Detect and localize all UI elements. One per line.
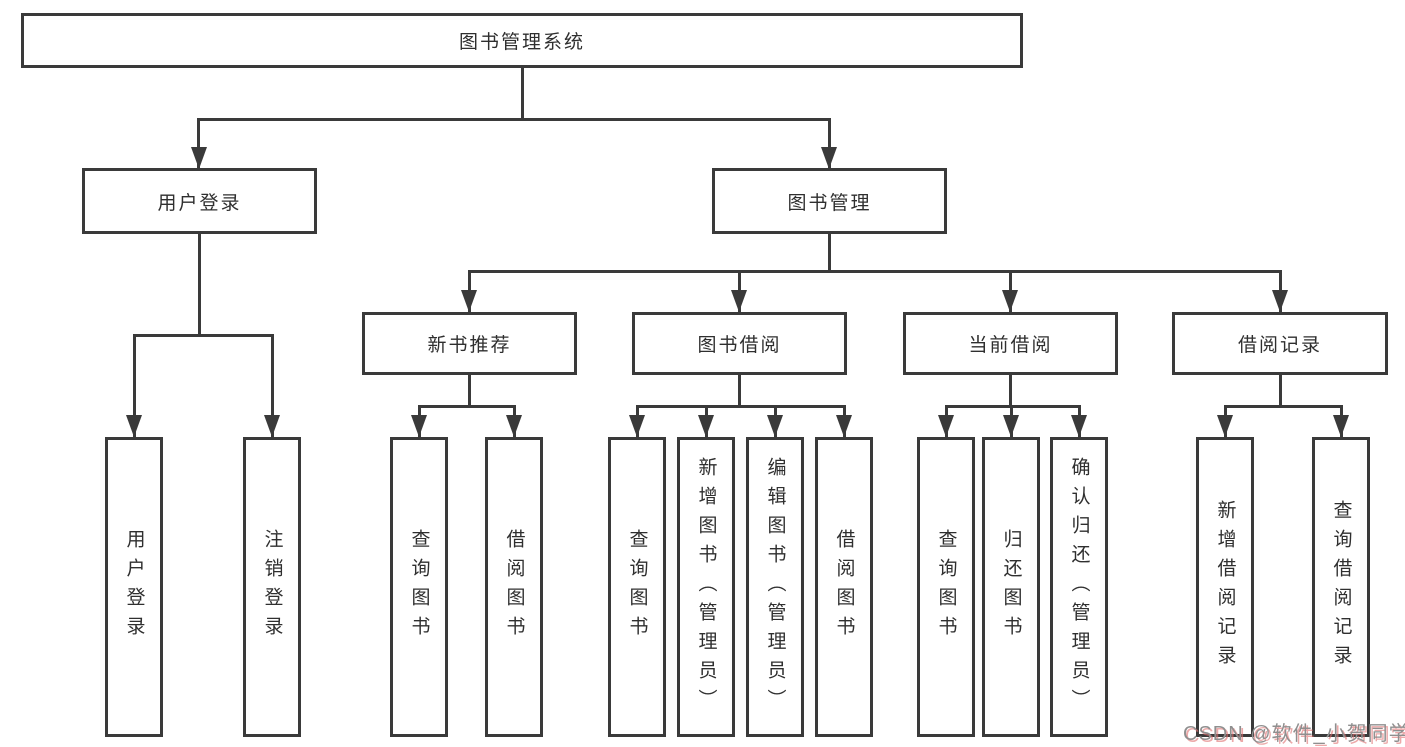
arrow-down-icon [126, 415, 142, 437]
arrow-down-icon [1217, 415, 1233, 437]
connector-line [828, 232, 831, 272]
arrow-down-icon [1002, 290, 1018, 312]
watermark: CSDN @软件_小贺同学 [1183, 723, 1405, 745]
arrow-down-icon [767, 415, 783, 437]
arrow-down-icon [411, 415, 427, 437]
arrow-down-icon [836, 415, 852, 437]
node-borrowing-records: 借阅记录 [1172, 312, 1388, 375]
connector-line [1224, 405, 1343, 408]
node-label: 查询图书 [626, 529, 648, 645]
arrow-down-icon [731, 290, 747, 312]
connector-line [738, 373, 741, 407]
connector-line [468, 373, 471, 407]
node-user-login: 用户登录 [82, 168, 317, 234]
leaf-edit-book-admin: 编辑图书（管理员） [746, 437, 804, 737]
arrow-down-icon [264, 415, 280, 437]
node-label: 借阅图书 [833, 529, 855, 645]
leaf-query-books-borrowing: 查询图书 [608, 437, 666, 737]
node-book-management: 图书管理 [712, 168, 947, 234]
connector-line [636, 405, 845, 408]
connector-line [197, 118, 831, 121]
arrow-down-icon [191, 147, 207, 169]
node-new-book-recommendation: 新书推荐 [362, 312, 577, 375]
arrow-down-icon [698, 415, 714, 437]
arrow-down-icon [938, 415, 954, 437]
node-label: 借阅图书 [503, 529, 525, 645]
node-label: 归还图书 [1000, 529, 1022, 645]
node-label: 新增图书（管理员） [695, 456, 717, 718]
node-label: 新增借阅记录 [1214, 500, 1236, 674]
node-label: 借阅记录 [1237, 335, 1322, 356]
node-label: 图书管理系统 [458, 32, 585, 53]
leaf-add-borrow-record: 新增借阅记录 [1196, 437, 1254, 737]
connector-line [1009, 373, 1012, 407]
arrow-down-icon [461, 290, 477, 312]
connector-line [521, 66, 524, 119]
connector-line [133, 334, 136, 437]
node-label: 用户登录 [123, 529, 145, 645]
connector-line [197, 118, 200, 168]
arrow-down-icon [629, 415, 645, 437]
leaf-borrow-books-borrowing: 借阅图书 [815, 437, 873, 737]
connector-line [1279, 373, 1282, 407]
node-label: 图书管理 [787, 192, 872, 214]
arrow-down-icon [1003, 415, 1019, 437]
leaf-return-book: 归还图书 [982, 437, 1040, 737]
connector-line [133, 334, 274, 337]
node-label: 确认归还（管理员） [1068, 456, 1090, 718]
node-label: 用户登录 [157, 192, 242, 214]
leaf-add-book-admin: 新增图书（管理员） [677, 437, 735, 737]
node-label: 查询图书 [408, 529, 430, 645]
connector-line [271, 334, 274, 437]
node-book-management-system: 图书管理系统 [21, 13, 1023, 68]
connector-line [198, 232, 201, 336]
arrow-down-icon [506, 415, 522, 437]
leaf-logout: 注销登录 [243, 437, 301, 737]
connector-line [418, 405, 516, 408]
leaf-query-books-current: 查询图书 [917, 437, 975, 737]
node-book-borrowing: 图书借阅 [632, 312, 847, 375]
node-label: 当前借阅 [968, 335, 1053, 356]
node-current-borrowing: 当前借阅 [903, 312, 1118, 375]
leaf-user-login: 用户登录 [105, 437, 163, 737]
leaf-confirm-return-admin: 确认归还（管理员） [1050, 437, 1108, 737]
connector-line [828, 118, 831, 168]
leaf-query-books-recommend: 查询图书 [390, 437, 448, 737]
arrow-down-icon [1071, 415, 1087, 437]
node-label: 新书推荐 [427, 335, 512, 356]
arrow-down-icon [821, 147, 837, 169]
node-label: 查询借阅记录 [1330, 500, 1352, 674]
leaf-borrow-books-recommend: 借阅图书 [485, 437, 543, 737]
node-label: 注销登录 [261, 529, 283, 645]
node-label: 查询图书 [935, 529, 957, 645]
leaf-query-borrow-record: 查询借阅记录 [1312, 437, 1370, 737]
arrow-down-icon [1333, 415, 1349, 437]
node-label: 图书借阅 [697, 335, 782, 356]
arrow-down-icon [1272, 290, 1288, 312]
connector-line [468, 270, 1282, 273]
node-label: 编辑图书（管理员） [764, 456, 786, 718]
